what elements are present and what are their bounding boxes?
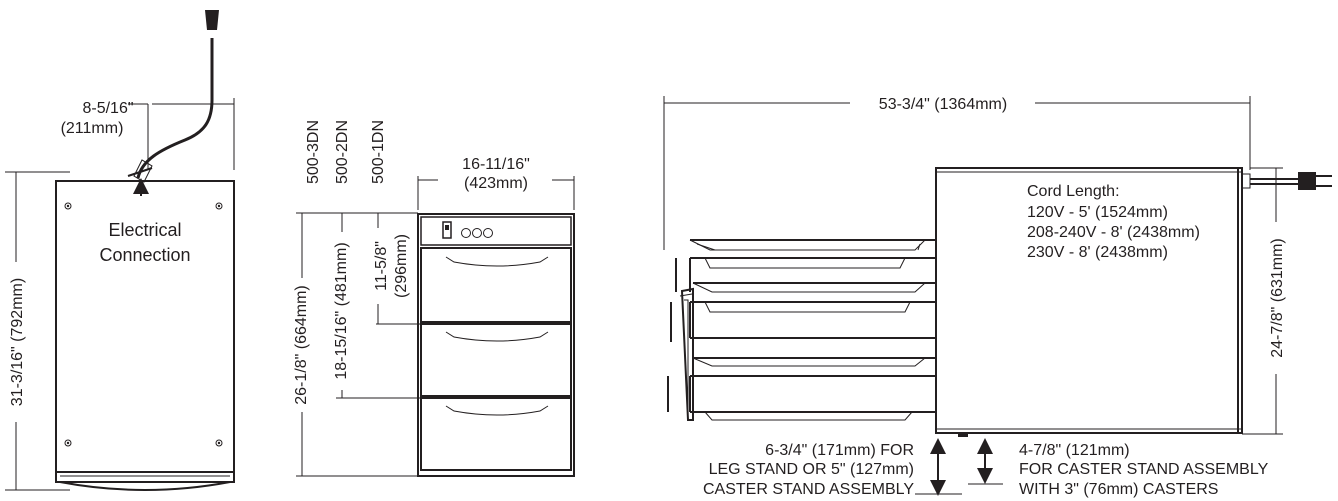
caster-clearance-arrow-icon	[968, 438, 1003, 485]
leg-note-line-3: CASTER STAND ASSEMBLY	[703, 481, 914, 498]
screw-icon	[64, 202, 223, 447]
model-label-2dn: 500-2DN	[334, 120, 351, 184]
electrical-label-line2: Connection	[99, 245, 190, 265]
caster-note-line-2: FOR CASTER STAND ASSEMBLY	[1019, 461, 1269, 478]
drawer-front-3	[420, 397, 572, 471]
front-dim-1dn-mm: (296mm)	[393, 234, 410, 298]
open-drawer-view: Cord Length: 120V - 5' (1524mm) 208-240V…	[663, 96, 1332, 498]
leg-note-line-1: 6-3/4" (171mm) FOR	[765, 442, 914, 459]
caster-note-line-3: WITH 3" (76mm) CASTERS	[1019, 481, 1218, 498]
side-height-dim: 31-3/16" (792mm)	[9, 278, 26, 406]
open-drawer-1	[689, 239, 936, 292]
side-view: Electrical Connection 8-5/16" (211mm) 31…	[5, 10, 235, 491]
cord-length-line-3: 230V - 8' (2438mm)	[1027, 244, 1168, 261]
drawer-front-2	[420, 323, 572, 397]
front-dim-1dn: 11-5/8"	[373, 241, 390, 291]
front-view: 16-11/16" (423mm) 500-3DN 500-2DN 500-1D…	[293, 120, 575, 477]
side-base-curve	[59, 481, 231, 491]
side-width-dim-in: 8-5/16"	[82, 100, 133, 117]
side-width-dim-mm: (211mm)	[61, 120, 124, 137]
side-cabinet	[55, 180, 235, 473]
cord-length-title: Cord Length:	[1027, 183, 1120, 200]
indicator-lights-icon	[461, 228, 493, 238]
front-width-dim-in: 16-11/16"	[462, 156, 530, 173]
open-height-dim: 24-7/8" (631mm)	[1269, 238, 1286, 358]
electrical-label-line1: Electrical	[108, 220, 181, 240]
model-label-1dn: 500-1DN	[370, 120, 387, 184]
cord-length-line-1: 120V - 5' (1524mm)	[1027, 204, 1168, 221]
drawer-front-1	[420, 247, 572, 323]
open-width-dim: 53-3/4" (1364mm)	[879, 96, 1007, 113]
cord-length-line-2: 208-240V - 8' (2438mm)	[1027, 224, 1200, 241]
power-cord-icon	[127, 10, 219, 183]
plug-icon	[1241, 172, 1332, 190]
front-dim-3dn: 26-1/8" (664mm)	[293, 285, 310, 405]
model-label-3dn: 500-3DN	[305, 120, 322, 184]
caster-note-line-1: 4-7/8" (121mm)	[1019, 442, 1130, 459]
open-cabinet	[935, 167, 1243, 434]
open-drawer-3	[689, 357, 936, 421]
front-width-dim-mm: (423mm)	[464, 175, 528, 192]
front-dim-2dn: 18-15/16" (481mm)	[333, 242, 350, 379]
leg-note-line-2: LEG STAND OR 5" (127mm)	[709, 461, 914, 478]
open-drawer-2	[689, 282, 936, 339]
